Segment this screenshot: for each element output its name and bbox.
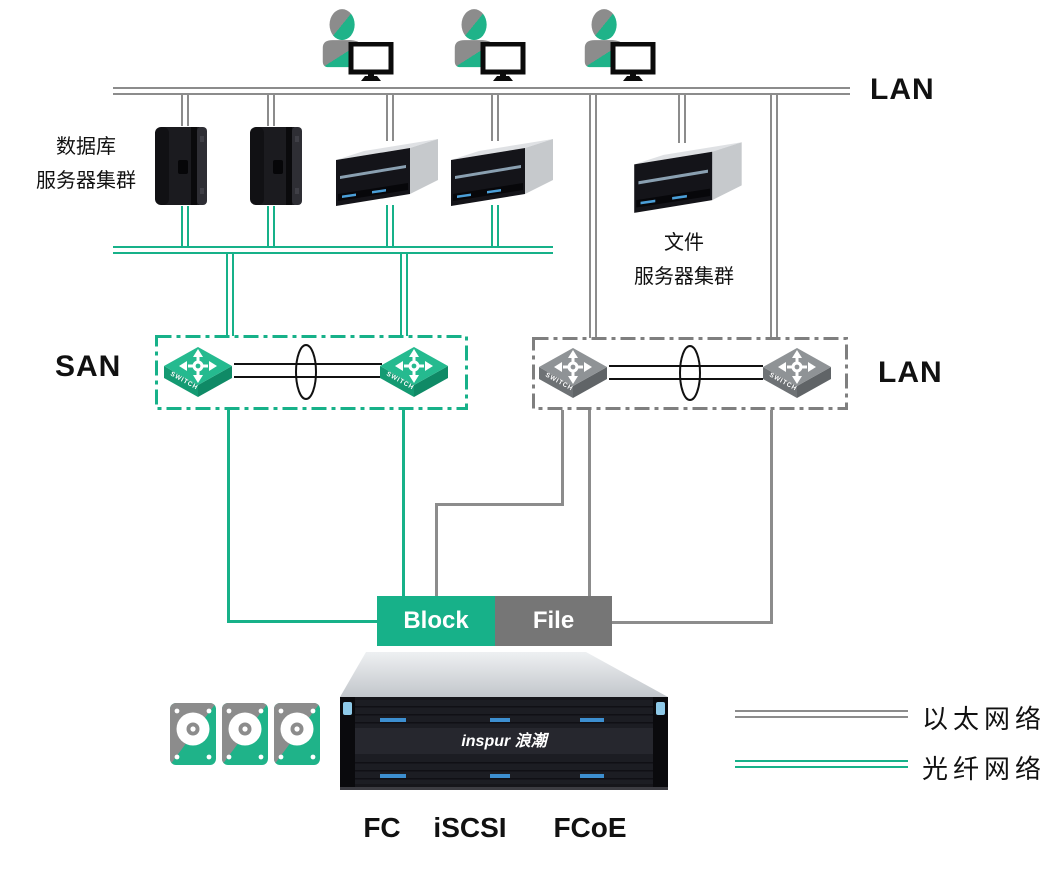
protocol-label-fcoe: FCoE	[553, 812, 627, 843]
fiber-ring-icon	[295, 344, 317, 400]
ethernet-link	[561, 410, 564, 505]
lan-box-border	[532, 337, 848, 410]
rack-server-2	[451, 139, 553, 206]
db-cluster-label-line1: 数据库	[56, 136, 116, 158]
isl-link	[609, 365, 763, 368]
ethernet-link	[770, 93, 778, 338]
ethernet-link	[435, 503, 438, 596]
isl-link	[609, 378, 763, 381]
fiber-link	[491, 205, 499, 248]
ethernet-link	[678, 93, 686, 143]
disk-icon	[274, 703, 320, 765]
legend-ethernet-line	[735, 710, 908, 718]
fiber-bus	[113, 246, 553, 254]
fiber-link	[402, 410, 405, 596]
ethernet-link	[435, 503, 564, 506]
ethernet-link	[588, 410, 591, 596]
storage-array: inspur 浪潮	[340, 652, 668, 790]
db-server-1	[155, 127, 207, 205]
block-label: Block	[403, 607, 469, 634]
lan-switch-icon-1: SWITCH	[539, 348, 607, 398]
file-access-box: File	[495, 596, 612, 646]
san-switch-icon-1: SWITCH	[164, 347, 232, 397]
legend-ethernet-label: 以太网络	[922, 704, 1047, 734]
block-access-box: Block	[377, 596, 495, 646]
isl-link	[234, 363, 382, 366]
rack-server-1	[336, 139, 438, 206]
legend-fiber-label: 光纤网络	[922, 754, 1047, 784]
lan-bus	[113, 87, 850, 95]
san-switch-icon-2: SWITCH	[380, 347, 448, 397]
legend-fiber-line	[735, 760, 908, 768]
monitor-icon	[610, 42, 656, 81]
file-label: File	[532, 607, 575, 634]
fiber-link	[400, 252, 408, 336]
monitor-icon	[348, 42, 394, 81]
fiber-ring-icon	[679, 345, 701, 401]
san-label: SAN	[55, 350, 122, 383]
lan-right-label: LAN	[878, 356, 943, 389]
file-server	[634, 142, 742, 213]
protocol-label-iscsi: iSCSI	[433, 812, 507, 843]
lan-switch-icon-2: SWITCH	[763, 348, 831, 398]
fiber-link	[227, 410, 230, 622]
fiber-link	[181, 206, 189, 248]
ethernet-link	[491, 93, 499, 141]
storage-brand-logo: inspur 浪潮	[461, 732, 549, 750]
ethernet-link	[770, 410, 773, 623]
protocol-label-fc: FC	[363, 812, 401, 843]
ethernet-link	[181, 93, 189, 126]
isl-link	[234, 376, 382, 379]
ethernet-link	[386, 93, 394, 141]
lan-top-label: LAN	[870, 73, 935, 106]
disk-icon	[222, 703, 268, 765]
db-server-2	[250, 127, 302, 205]
fiber-link	[267, 206, 275, 248]
san-box-border	[155, 335, 468, 410]
ethernet-link	[589, 93, 597, 338]
fiber-link	[386, 205, 394, 248]
file-cluster-label-line1: 文件	[664, 232, 704, 254]
monitor-icon	[480, 42, 526, 81]
fiber-link	[226, 252, 234, 336]
db-cluster-label-line2: 服务器集群	[36, 170, 136, 192]
disk-icon	[170, 703, 216, 765]
fiber-link	[227, 620, 379, 623]
ethernet-link	[612, 621, 773, 624]
file-cluster-label-line2: 服务器集群	[634, 266, 734, 288]
ethernet-link	[267, 93, 275, 126]
